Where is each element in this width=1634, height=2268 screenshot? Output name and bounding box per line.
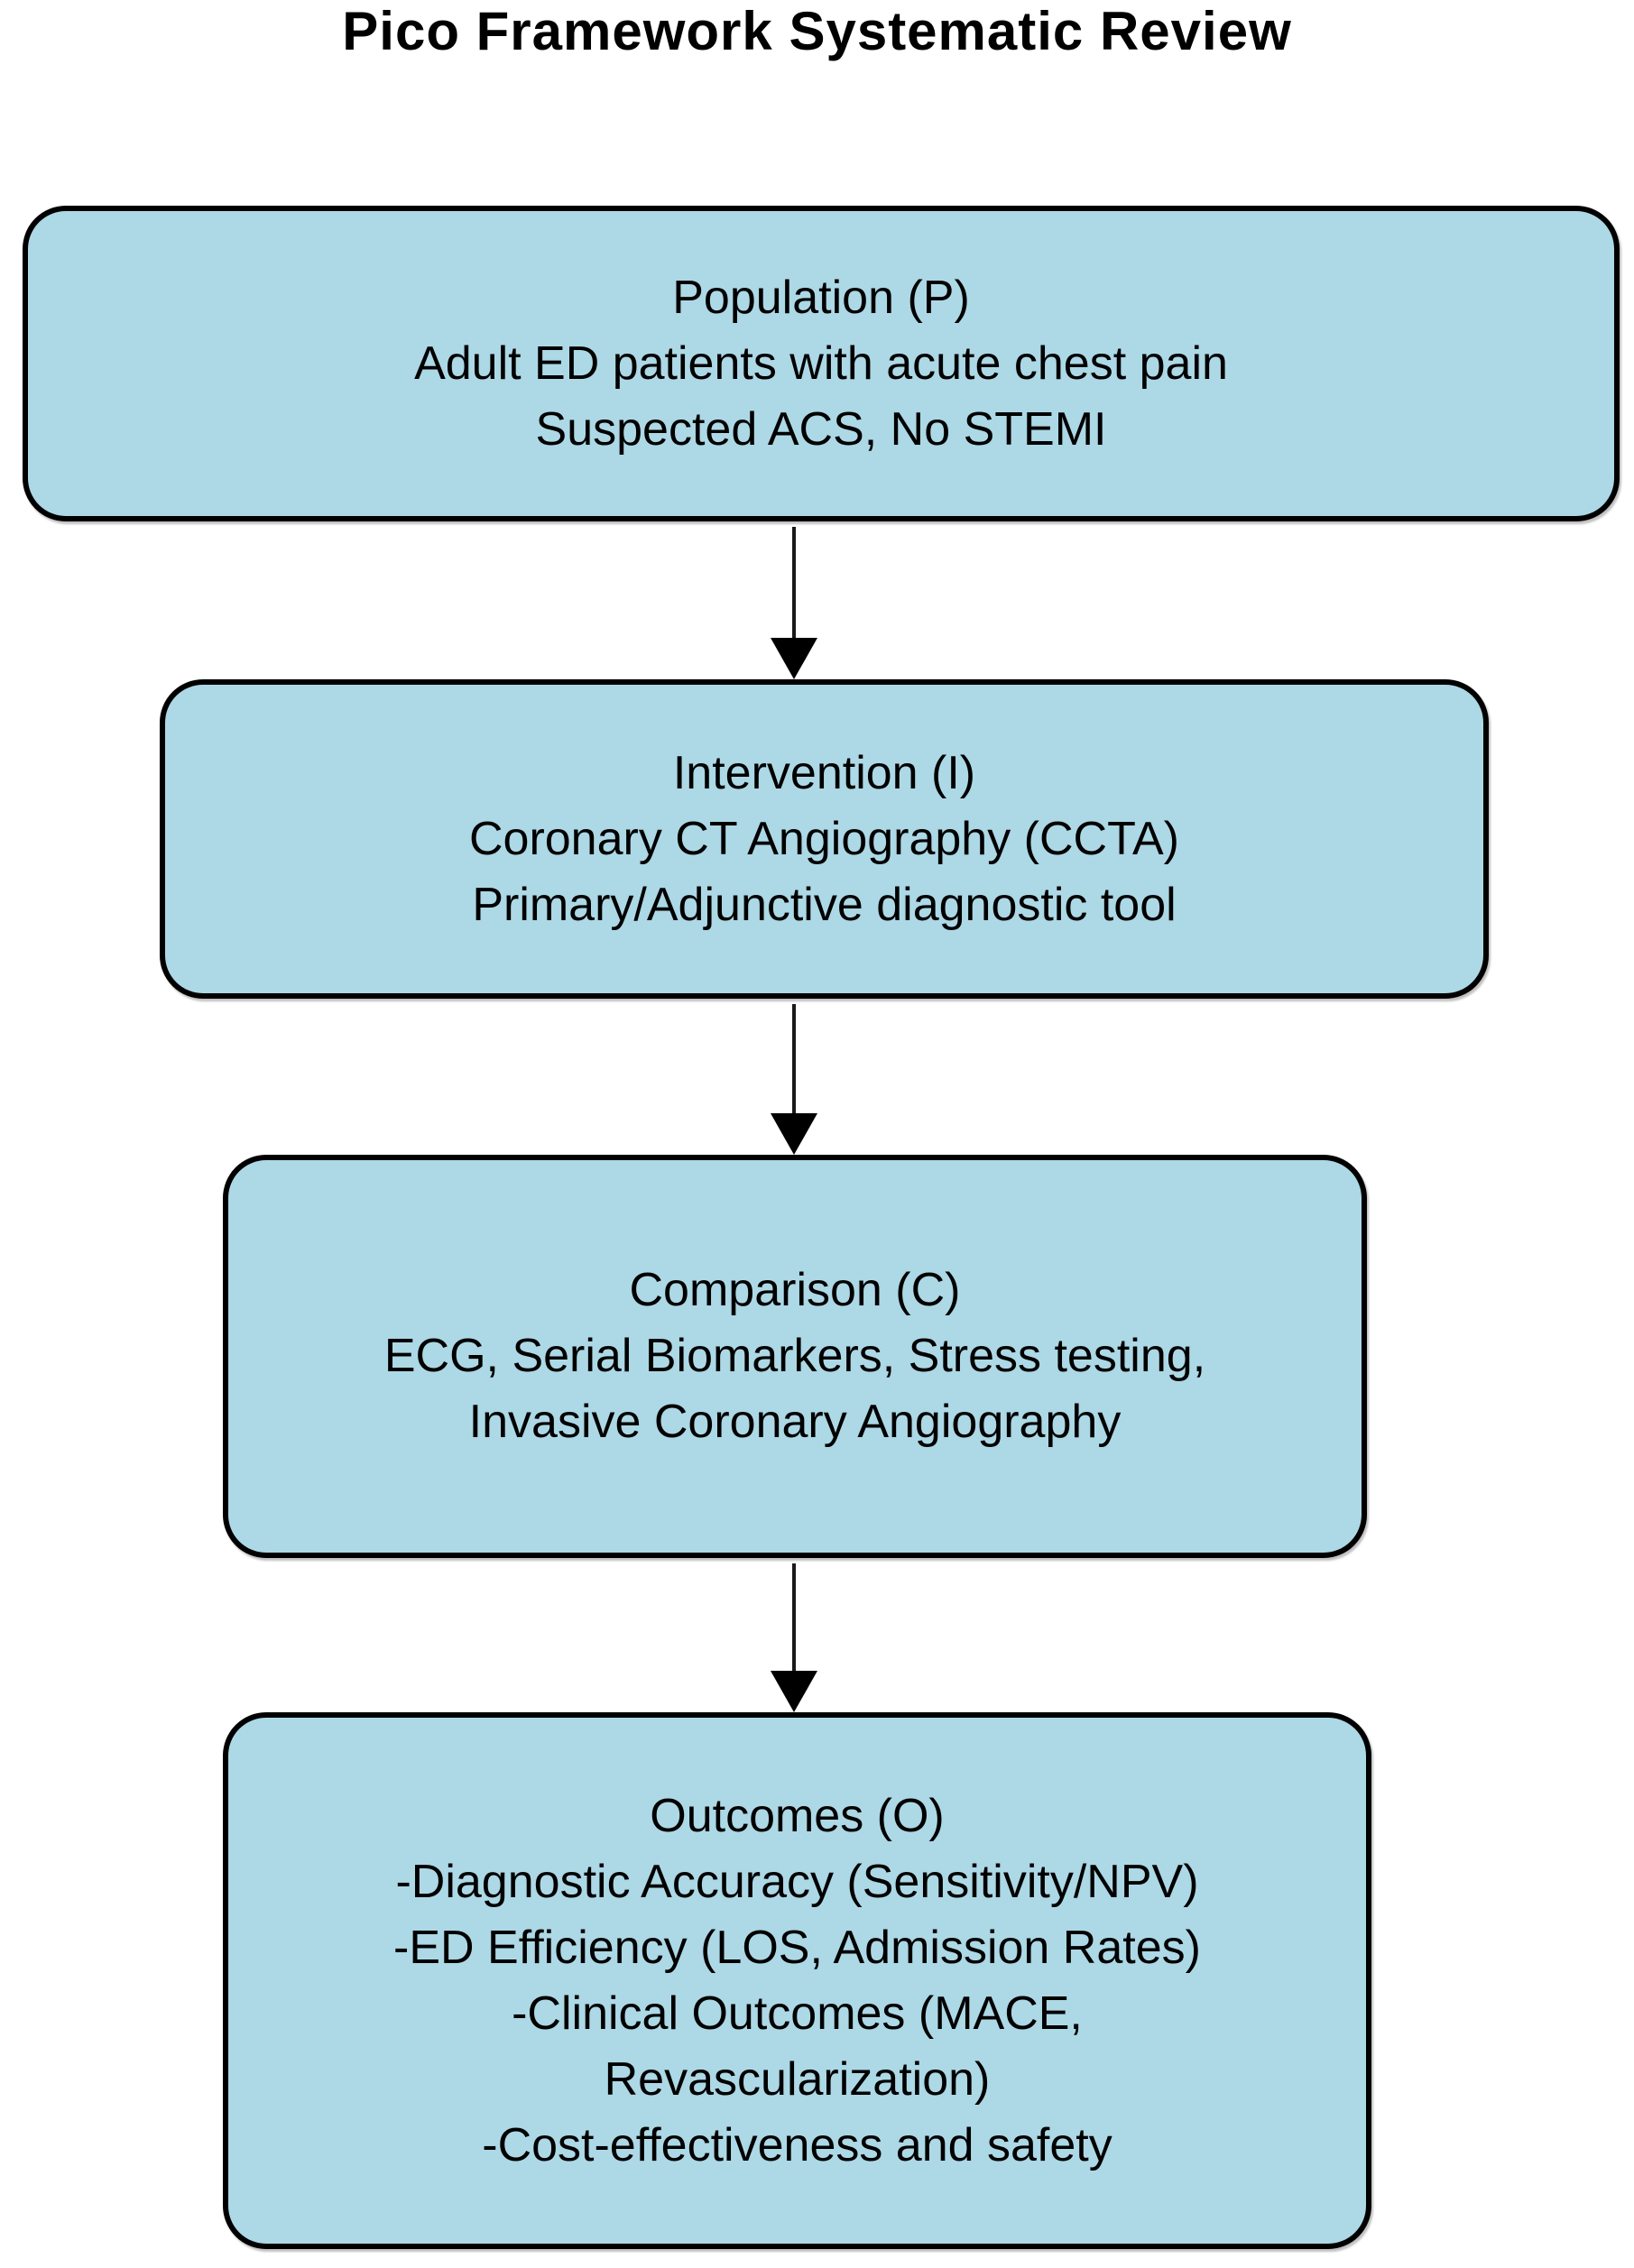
box-text-line: Coronary CT Angiography (CCTA) [468, 812, 1180, 865]
arrow-down-icon [771, 638, 817, 679]
diagram-title: Pico Framework Systematic Review [342, 1, 1292, 61]
box-text-line: Intervention (I) [672, 746, 976, 799]
box-text-line: -Diagnostic Accuracy (Sensitivity/NPV) [395, 1855, 1199, 1908]
box-text-line: Adult ED patients with acute chest pain [414, 337, 1228, 390]
box-text-line: -Clinical Outcomes (MACE, [512, 1987, 1083, 2040]
box-text-line: -Cost-effectiveness and safety [482, 2118, 1112, 2171]
arrow-line [792, 527, 796, 640]
box-text-line: Outcomes (O) [650, 1789, 945, 1842]
connector-arrow-comparison-to-outcomes [771, 1563, 817, 1712]
connector-arrow-intervention-to-comparison [771, 1004, 817, 1155]
flow-box-comparison: Comparison (C) ECG, Serial Biomarkers, St… [223, 1155, 1367, 1558]
box-text-line: Comparison (C) [629, 1264, 961, 1316]
arrow-line [792, 1004, 796, 1115]
connector-arrow-population-to-intervention [771, 527, 817, 679]
box-text-line: Revascularization) [604, 2052, 991, 2106]
flow-box-outcomes: Outcomes (O) -Diagnostic Accuracy (Sensit… [223, 1712, 1371, 2249]
box-text-line: Primary/Adjunctive diagnostic tool [472, 878, 1177, 931]
box-text-line: Suspected ACS, No STEMI [535, 402, 1107, 456]
box-text-line: Population (P) [672, 271, 970, 324]
arrow-down-icon [771, 1113, 817, 1155]
flow-box-population: Population (P) Adult ED patients with acu… [23, 206, 1620, 521]
box-text-line: Invasive Coronary Angiography [468, 1396, 1122, 1448]
box-text-line: ECG, Serial Biomarkers, Stress testing, [383, 1330, 1206, 1382]
arrow-line [792, 1563, 796, 1673]
arrow-down-icon [771, 1671, 817, 1712]
flow-box-intervention: Intervention (I) Coronary CT Angiography … [160, 679, 1489, 999]
box-text-line: -ED Efficiency (LOS, Admission Rates) [393, 1921, 1201, 1974]
